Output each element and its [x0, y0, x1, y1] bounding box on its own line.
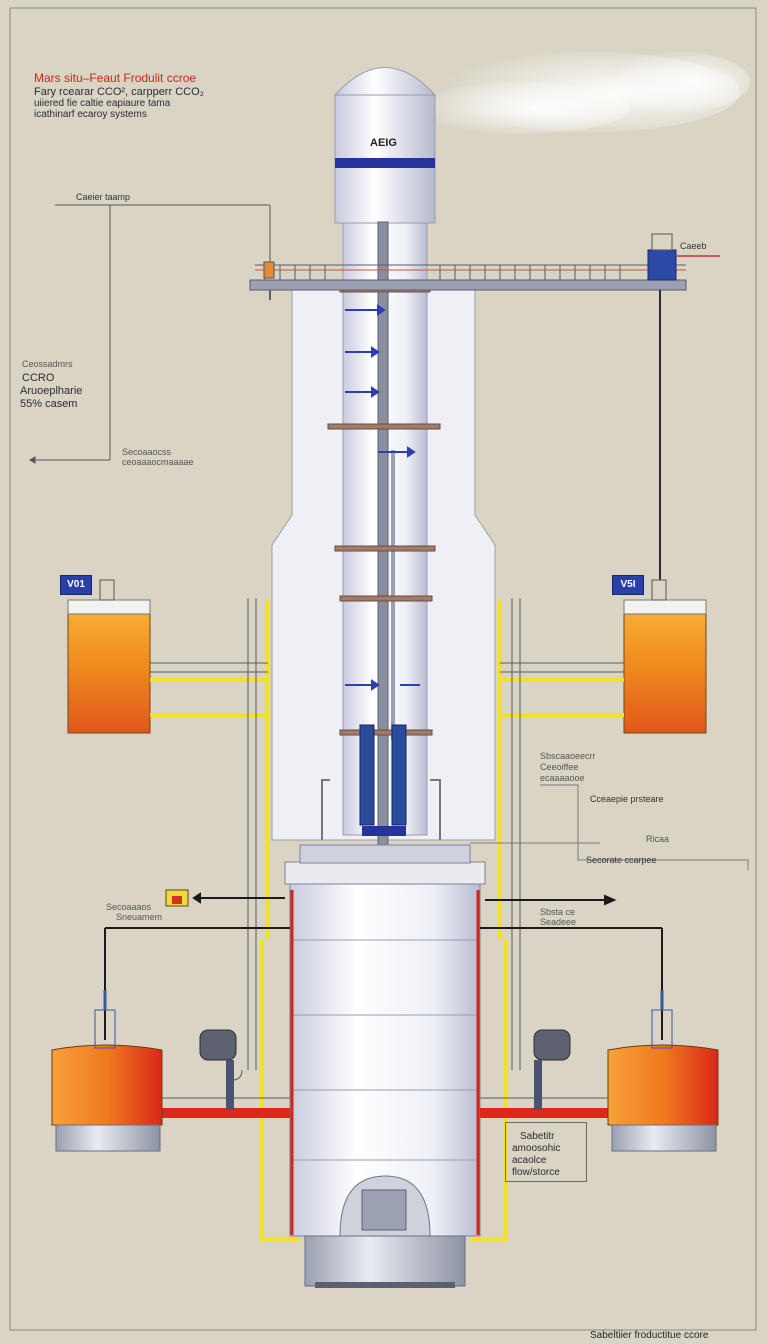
top-gantry — [249, 264, 687, 580]
right-tank-tag: V5I — [612, 575, 644, 595]
note-line-3: acaolce — [512, 1155, 547, 1166]
lower-right-tank — [607, 990, 719, 1152]
left-valve-label-1: Secoaaaos — [106, 902, 152, 912]
note-box: Sabetitr amoosohic acaolce flow/storce — [505, 1122, 587, 1182]
secondary-compressor-label: Secorate ccarpee — [586, 855, 657, 865]
left-valve-label-2: Sneuamem — [116, 912, 163, 922]
main-column — [321, 67, 441, 1193]
atm-note-2: ceoaaaocmaaaae — [122, 457, 194, 467]
flow-arrows — [104, 892, 663, 1040]
atm-code-label: CCRO — [22, 372, 55, 384]
top-left-valve — [29, 204, 275, 464]
column-label: AEIG — [370, 137, 397, 149]
note-line-4: flow/storce — [512, 1167, 560, 1178]
right-flow-label-2: Seadeee — [540, 917, 577, 927]
atm-note-1: Secoaaocss — [122, 447, 172, 457]
atm-name-label: Aruoeplharie — [20, 385, 83, 397]
compressor-pressure-label: Cceaepie prsteare — [590, 794, 664, 804]
note-line-1: Sabetitr — [520, 1131, 555, 1142]
drawing-frame — [9, 7, 757, 1331]
right-note-2: Ceeoiffee — [540, 762, 579, 772]
title-line-1: Mars situ–Feaut Frodulit ccroe — [34, 71, 197, 85]
lower-left-tank — [51, 990, 163, 1152]
upper-right-tank — [623, 579, 707, 734]
footer-caption: Sabeltiier froductitue ccore — [590, 1330, 709, 1341]
atm-small-label: Ceossadmrs — [22, 359, 73, 369]
caeeb-label: Caeeb — [680, 241, 707, 251]
yellow-piping — [150, 600, 624, 1242]
upper-left-tank — [67, 579, 151, 734]
atm-pct-label: 55% casem — [20, 398, 78, 410]
right-note-3: ecaaaaooe — [540, 773, 585, 783]
leader-lines — [470, 784, 749, 870]
top-right-tank — [647, 233, 720, 281]
title-line-2: Fary rcearar CCO², carpperr CCO₂ — [34, 86, 204, 98]
lower-vessel — [284, 844, 486, 1288]
title-line-4: icathinarf ecaroy systems — [34, 109, 147, 120]
ricaa-label: Ricaa — [646, 834, 670, 844]
note-line-2: amoosohic — [512, 1143, 561, 1154]
right-flow-label-1: Sbsta ce — [540, 907, 576, 917]
right-pump — [533, 1029, 571, 1110]
railings — [150, 598, 624, 1081]
right-note-1: Sbscaaoeecrr — [540, 751, 596, 761]
steam-plume — [410, 52, 750, 134]
cellar-tamp-label: Caeier taamp — [76, 192, 131, 202]
left-tank-tag: V01 — [60, 575, 92, 595]
red-piping — [150, 1097, 610, 1118]
title-line-3: uiiered fie caltie eapiaure tama — [34, 98, 171, 109]
left-pump — [199, 1029, 237, 1110]
